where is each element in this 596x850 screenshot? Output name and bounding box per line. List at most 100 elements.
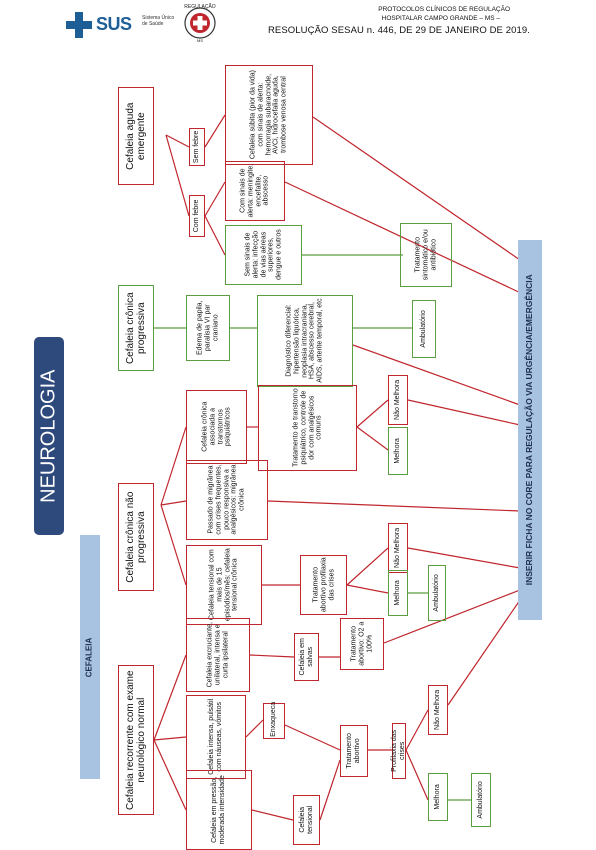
seal-text-top: REGULAÇÃO <box>184 3 216 10</box>
node-label: Melhora <box>434 784 442 810</box>
line <box>165 134 190 217</box>
node-tensional-cronica: Cefaleia tensional com mais de 15 episód… <box>186 545 262 625</box>
node-trat-sintomatico: Tratamento sintomático e/ou antibiótico <box>400 223 452 287</box>
node-label: Cefaleia recorrente com exame neurológic… <box>124 670 147 810</box>
node-label: Com febre <box>193 199 201 233</box>
node-melhora-c: Melhora <box>428 773 448 821</box>
node-label: Cefaleia crônica progressiva <box>124 292 147 364</box>
connector-lines <box>153 114 526 821</box>
line <box>204 114 226 148</box>
node-label: Ambulatório <box>477 781 485 819</box>
line <box>267 500 521 512</box>
node-label: Com sinais de alerta: meningite, encefal… <box>239 164 270 218</box>
document-header: SUS Sistema Único de Saúde REGULAÇÃO MS … <box>0 0 596 45</box>
node-aguda: Cefaleia aguda emergente <box>118 87 154 185</box>
node-melhora-b: Melhora <box>388 570 408 616</box>
line <box>251 809 294 821</box>
section-text: CEFALEIA <box>84 637 94 677</box>
node-intensa: Cefaleia intensa, pulsátil com náuseas, … <box>186 695 246 779</box>
line <box>153 654 187 811</box>
title-box: NEUROLOGIA <box>34 337 64 535</box>
node-transt-psiq: Cefaleia crônica associada a transtornos… <box>186 390 247 464</box>
line <box>319 759 341 821</box>
line <box>407 547 521 569</box>
node-edema: Edema de papila, paralisia VI par crania… <box>186 295 230 361</box>
node-label: Diagnóstico diferencial: hipertensão liq… <box>285 298 324 384</box>
node-ambulatorio-b: Ambulatório <box>428 565 446 621</box>
title-text: NEUROLOGIA <box>37 369 60 503</box>
line <box>249 654 295 658</box>
line <box>284 181 526 296</box>
seal-text-bottom: MS <box>197 38 203 43</box>
line <box>284 724 341 751</box>
node-excruciante: Cefaleia excruciante, unilateral, intens… <box>186 618 250 692</box>
sus-logo-subtitle: Sistema Único de Saúde <box>142 15 175 27</box>
node-melhora-a: Melhora <box>388 427 408 475</box>
node-label: Enxaqueca <box>270 701 278 737</box>
node-label: Edema de papila, paralisia VI par crania… <box>196 300 219 356</box>
node-nao-melhora-c: Não Melhora <box>428 685 448 735</box>
line <box>346 547 389 594</box>
node-label: Tratamento sintomático e/ou antibiótico <box>414 229 437 281</box>
node-label: Melhora <box>394 438 402 464</box>
line <box>312 116 521 261</box>
node-subita: Cefaleia súbita (pior da vida) com sinai… <box>225 65 313 165</box>
node-nao-melhora-a: Não Melhora <box>388 375 408 425</box>
footer-bar-text: INSERIR FICHA NO CORE PARA REGULAÇÃO VIA… <box>524 274 535 586</box>
node-trat-abortivo: Tratamento abortivo <box>340 725 368 777</box>
node-label: Não Melhora <box>434 689 442 731</box>
line <box>383 589 521 644</box>
node-ambulatorio-a: Ambulatório <box>412 300 436 358</box>
node-trat-psiq: Tratamento de transtorno psiquiátrico, c… <box>258 385 357 471</box>
node-label: Cefaleia tensional <box>298 805 314 835</box>
node-label: Tratamento abortivo: O2 a 100% <box>350 622 373 666</box>
node-enxaqueca: Enxaqueca <box>263 701 285 739</box>
node-profilaxia: Profilaxia das crises <box>391 723 406 779</box>
node-label: Passado de migrânea com crises frequente… <box>207 464 246 536</box>
section-bar: CEFALEIA <box>80 535 100 779</box>
node-label: Cefaleia em salvas <box>298 638 314 676</box>
regulacao-seal-icon: REGULAÇÃO MS <box>184 3 216 43</box>
node-label: Cefaleia excruciante, unilateral, intens… <box>206 622 229 688</box>
node-label: Não Melhora <box>394 379 402 421</box>
line <box>204 181 226 256</box>
node-tensional: Cefaleia tensional <box>293 795 320 845</box>
line <box>352 344 521 406</box>
sus-cross-icon <box>66 12 92 38</box>
node-label: Tratamento de transtorno psiquiátrico, c… <box>291 388 323 468</box>
node-label: Cefaleia crônica associada a transtornos… <box>200 401 232 453</box>
node-label: Cefaleia intensa, pulsátil com náuseas, … <box>208 699 223 775</box>
node-abortivo-o2: Tratamento abortivo: O2 a 100% <box>340 618 384 670</box>
node-label: Ambulatório <box>420 310 428 348</box>
line <box>447 599 521 706</box>
node-cronica-prog: Cefaleia crônica progressiva <box>118 285 154 371</box>
line <box>245 719 264 738</box>
node-recorrente: Cefaleia recorrente com exame neurológic… <box>118 665 154 815</box>
node-sem-febre: Sem febre <box>189 128 205 166</box>
node-ambulatorio-c: Ambulatório <box>471 773 491 827</box>
header-line-2: HOSPITALAR CAMPO GRANDE – MS – <box>381 15 500 22</box>
node-label: Tratamento abortivo <box>346 733 361 769</box>
line <box>356 399 389 451</box>
node-passado-migranea: Passado de migrânea com crises frequente… <box>186 460 268 540</box>
flowchart-diagram: INSERIR FICHA NO CORE PARA REGULAÇÃO VIA… <box>0 45 596 850</box>
node-label: Cefaleia tensional com mais de 15 episód… <box>208 548 239 622</box>
header-resolution-line: RESOLUÇÃO SESAU n. 446, DE 29 DE JANEIRO… <box>267 25 530 36</box>
node-em-salvas: Cefaleia em salvas <box>294 633 319 681</box>
header-line-1: PROTOCOLOS CLÍNICOS DE REGULAÇÃO <box>378 6 510 13</box>
node-label: Cefaleia em pressão, moderada intensidad… <box>211 775 226 845</box>
node-sem-sinais: Sem sinais de alerta: infecção de vias a… <box>225 225 302 285</box>
node-em-pressao: Cefaleia em pressão, moderada intensidad… <box>186 770 252 850</box>
footer-regulation-bar: INSERIR FICHA NO CORE PARA REGULAÇÃO VIA… <box>518 240 542 620</box>
node-label: Melhora <box>394 580 402 606</box>
node-label: Sem sinais de alerta: infecção de vias a… <box>243 229 283 281</box>
node-label: Sem febre <box>193 130 201 164</box>
node-diag-dif: Diagnóstico diferencial: hipertensão liq… <box>257 295 353 387</box>
node-nao-melhora-b: Não Melhora <box>388 523 408 573</box>
line <box>407 399 521 426</box>
node-label: Tratamento abortivo profilaxia das crise… <box>311 557 335 613</box>
node-label: Cefaleia súbita (pior da vida) com sinai… <box>249 70 288 160</box>
node-label: Não Melhora <box>394 527 402 569</box>
node-meningite: Com sinais de alerta: meningite, encefal… <box>225 161 285 221</box>
node-trat-abortivo-prof: Tratamento abortivo profilaxia das crise… <box>300 555 347 615</box>
